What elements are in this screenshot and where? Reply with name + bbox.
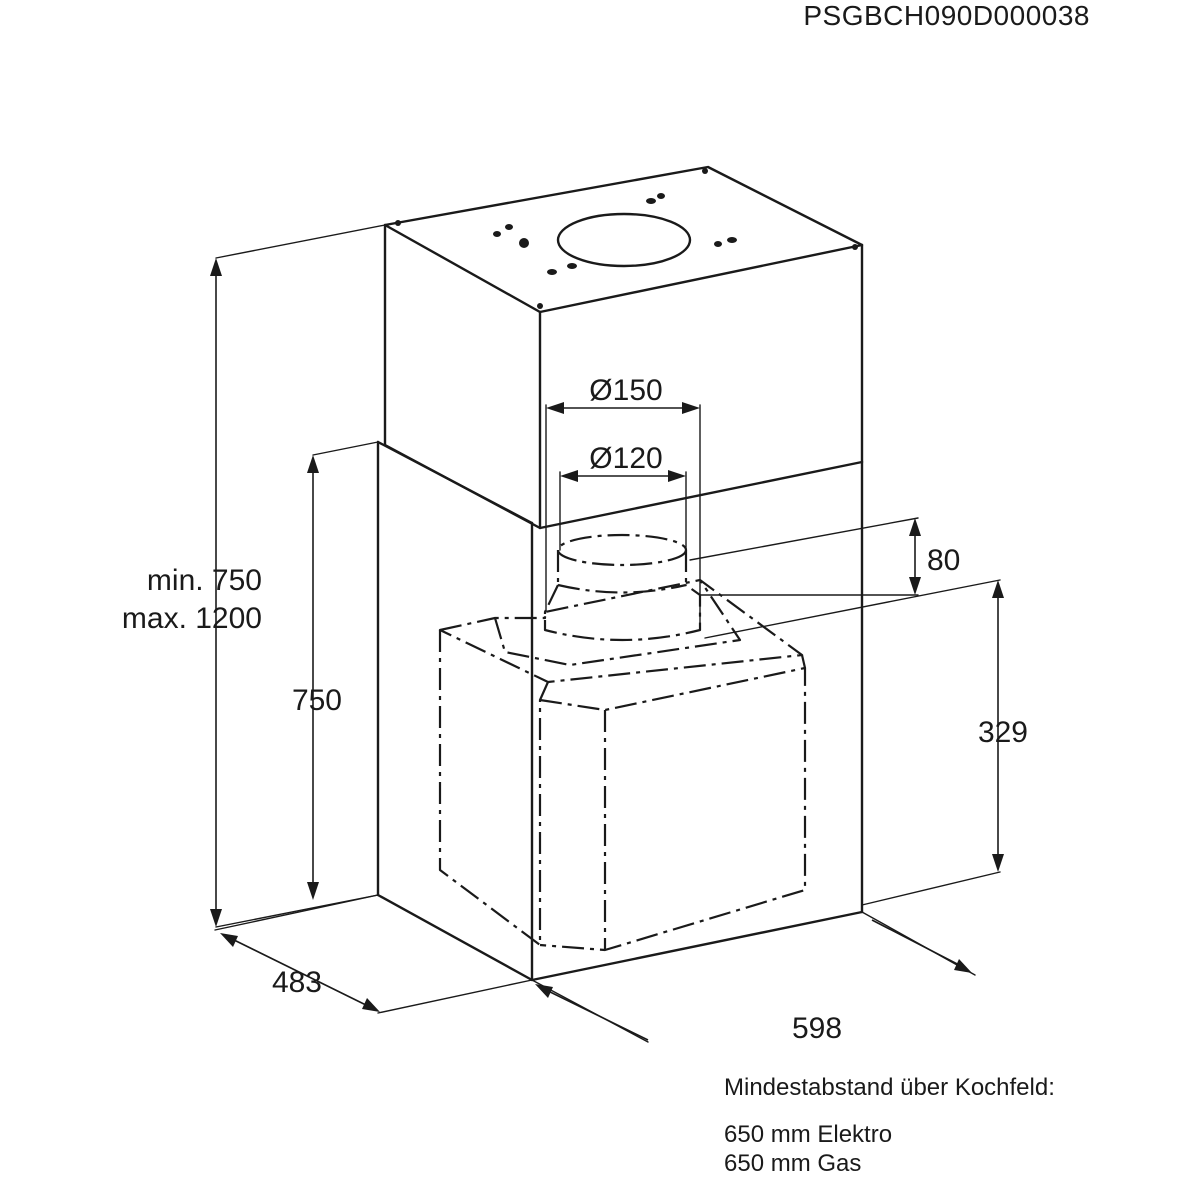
arrow [307, 882, 319, 900]
arrow [668, 470, 686, 482]
label-depth: 483 [272, 966, 322, 999]
housing-edge [800, 654, 807, 669]
corner-hole [395, 220, 401, 226]
arrow [992, 580, 1004, 598]
corner-hole [702, 168, 708, 174]
ext-line-80-top [689, 517, 919, 561]
arrow [362, 998, 380, 1012]
note-gas: 650 mm Gas [724, 1150, 862, 1177]
arrow [682, 402, 700, 414]
arrow [535, 984, 553, 998]
label-height-max: max. 1200 [122, 602, 262, 635]
corner-hole [852, 244, 858, 250]
chimney-seam-outer [376, 440, 534, 525]
arrow [210, 258, 222, 276]
screw-hole [493, 231, 501, 237]
width-line-left [541, 987, 649, 1041]
mounting-holes [395, 168, 858, 309]
label-width: 598 [792, 1012, 842, 1045]
top-duct-opening [556, 212, 692, 268]
ext-line-top [215, 224, 386, 259]
arrow [560, 470, 578, 482]
depth-line [227, 936, 373, 1009]
label-lower-height: 750 [292, 684, 342, 717]
screw-hole [727, 237, 737, 243]
screw-hole [567, 263, 577, 269]
arrow [546, 402, 564, 414]
upper-chimney [376, 165, 864, 530]
ext-line-lower-top [312, 441, 379, 456]
housing-top [438, 578, 804, 684]
arrow [909, 518, 921, 536]
screw-hole [714, 241, 722, 247]
arrow [220, 933, 238, 947]
screw-hole [505, 224, 513, 230]
collar-mid [557, 583, 687, 594]
housing-front-face [539, 666, 807, 952]
note-electric: 650 mm Elektro [724, 1121, 893, 1148]
chimney-top-face [383, 165, 864, 314]
width-line-right [871, 919, 966, 969]
collar-top [556, 533, 688, 567]
arrow [909, 577, 921, 595]
screw-hole [646, 198, 656, 204]
notes-heading: Mindestabstand über Kochfeld: [724, 1074, 1055, 1101]
label-height-min: min. 750 [147, 564, 262, 597]
hidden-motor-housing [438, 533, 807, 952]
ext-line-329-bottom [861, 871, 1001, 906]
screw-hole [547, 269, 557, 275]
label-collar-height: 80 [927, 544, 960, 577]
dimension-lines [210, 224, 1004, 1043]
housing-left-face [438, 630, 550, 947]
lower-bottom-edge [376, 893, 864, 982]
ext-line-483-back [214, 894, 379, 931]
document-code: PSGBCH090D000038 [803, 0, 1090, 31]
arrow [954, 959, 972, 973]
lower-chimney [376, 440, 864, 982]
collar-base [543, 584, 702, 642]
label-duct-inner: Ø120 [589, 442, 662, 475]
arrow [307, 455, 319, 473]
arrow [210, 909, 222, 927]
housing-inner-rim [493, 579, 742, 667]
dimension-labels: min. 750 max. 1200 750 Ø150 Ø120 80 329 … [122, 374, 1028, 1045]
screw-hole [657, 193, 665, 199]
label-hood-height: 329 [978, 716, 1028, 749]
screw-hole [519, 238, 529, 248]
corner-hole [537, 303, 543, 309]
clearance-notes: Mindestabstand über Kochfeld: 650 mm Ele… [724, 1073, 1055, 1178]
arrow [992, 854, 1004, 872]
ext-line-483-front [377, 979, 533, 1014]
ext-line-329-top [704, 579, 1001, 639]
label-duct-outer: Ø150 [589, 374, 662, 407]
